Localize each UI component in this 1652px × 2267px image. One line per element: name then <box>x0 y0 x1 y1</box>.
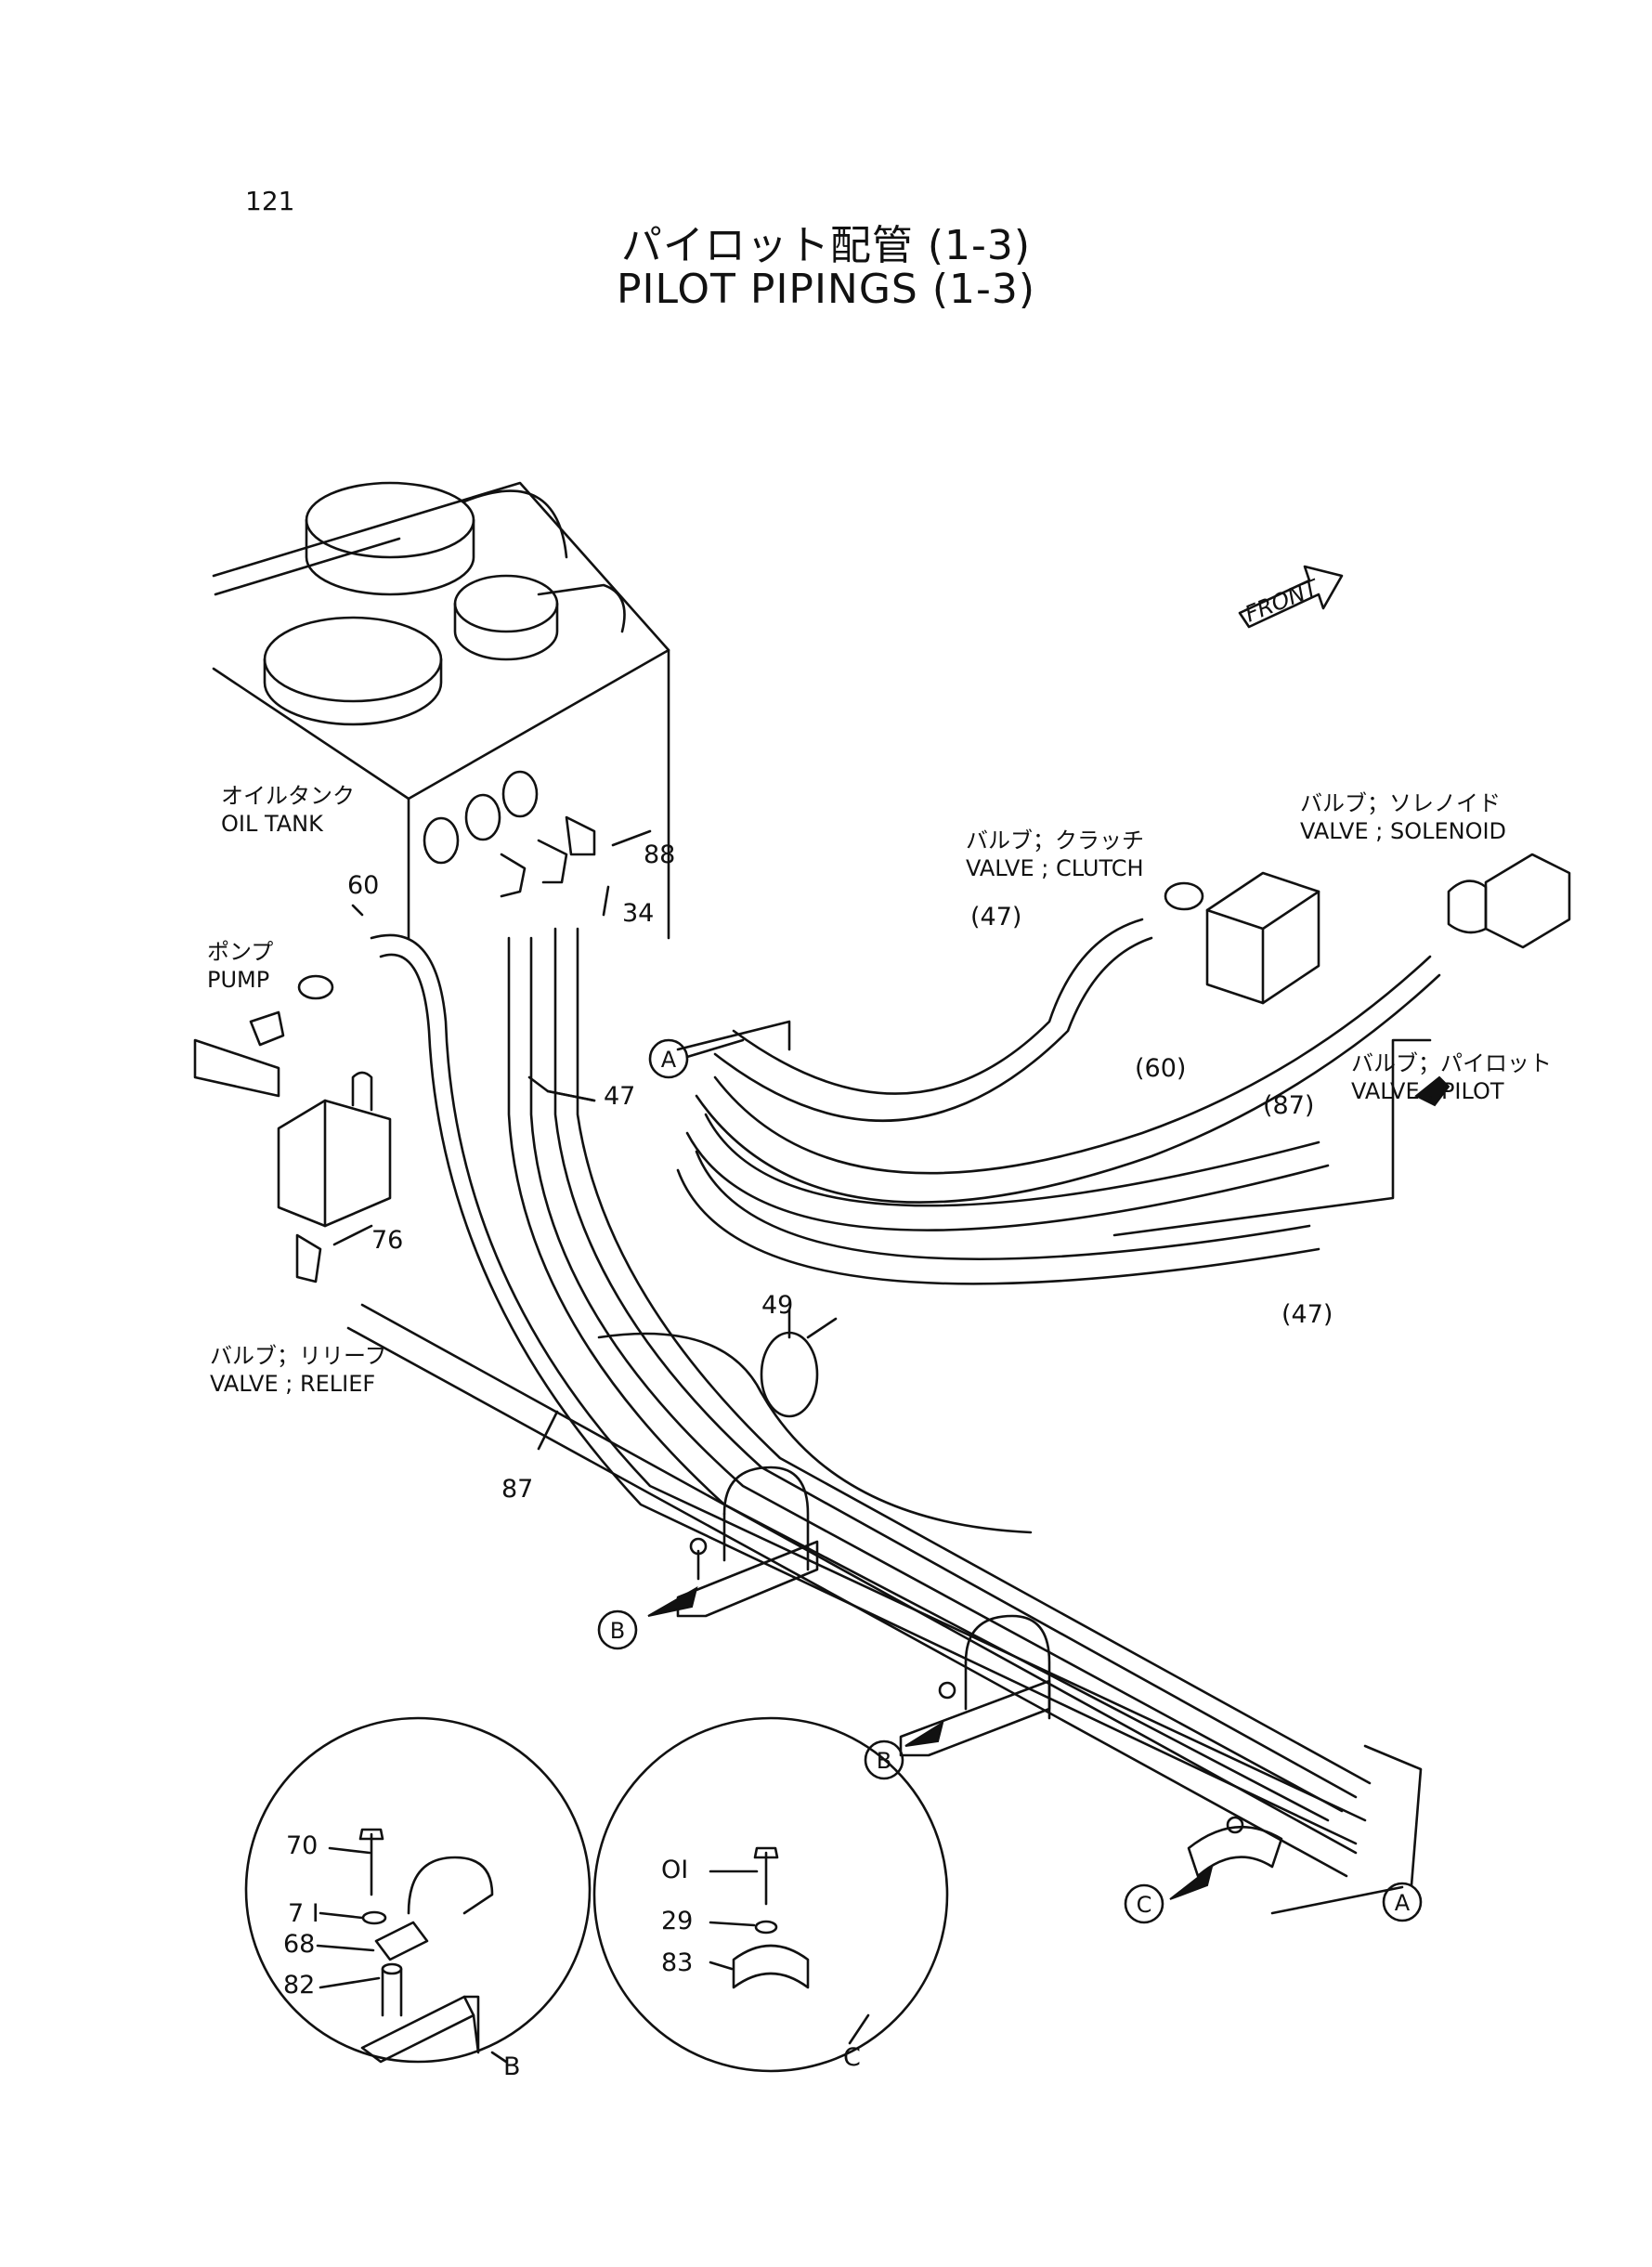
pump-label: ポンプ PUMP <box>207 938 273 994</box>
callout-a-lower: A <box>1382 1882 1423 1922</box>
clutch-valve-label-en: VALVE ; CLUTCH <box>966 855 1144 881</box>
callout-a-lower-text: A <box>1395 1890 1411 1916</box>
oil-tank-label-en: OIL TANK <box>221 811 323 837</box>
detail-c-circle <box>592 1716 949 2073</box>
solenoid-valve-label: バルブ；ソレノイド VALVE ; SOLENOID <box>1300 789 1506 845</box>
part-47: 47 <box>604 1082 636 1111</box>
detail-leaders <box>316 1846 870 2064</box>
part-47-clutch: (47) <box>970 903 1022 932</box>
oil-tank-label: オイルタンク OIL TANK <box>221 782 355 838</box>
page-number: 121 <box>245 186 295 216</box>
upper-hoses-group <box>676 918 1441 1285</box>
detail-b-label: B <box>503 2052 521 2081</box>
pilot-valve-label-jp: バルブ；パイロット <box>1351 1050 1552 1076</box>
callout-c-text: C <box>1137 1892 1152 1918</box>
callout-b-upper-text: B <box>610 1618 625 1644</box>
detail-c-part-01: OI <box>661 1856 689 1884</box>
detail-b-part-82: 82 <box>283 1971 316 2000</box>
pump-label-jp: ポンプ <box>207 939 274 965</box>
relief-valve-label: バルブ；リリーフ VALVE ; RELIEF <box>210 1342 387 1398</box>
detail-c-part-83: 83 <box>661 1948 694 1977</box>
clutch-valve-label-jp: バルブ；クラッチ <box>966 827 1144 853</box>
detail-b-circle <box>244 1716 592 2064</box>
part-49: 49 <box>761 1291 794 1320</box>
solenoid-valve-label-jp: バルブ；ソレノイド <box>1300 790 1501 816</box>
front-label: FRONT <box>1242 574 1324 628</box>
oil-tank-shape <box>212 481 670 940</box>
cable-tie-shape <box>760 1317 838 1418</box>
relief-valve-shape <box>277 1071 392 1283</box>
solenoid-valve-shape <box>1447 853 1571 949</box>
oil-tank-label-jp: オイルタンク <box>221 783 355 809</box>
callout-b-upper: B <box>597 1609 638 1650</box>
detail-b-part-70: 70 <box>286 1831 319 1860</box>
callout-a-upper: A <box>648 1038 689 1079</box>
relief-valve-label-en: VALVE ; RELIEF <box>210 1371 376 1397</box>
callout-leaders <box>332 829 1450 1915</box>
callout-c: C <box>1124 1883 1164 1924</box>
clutch-valve-label: バルブ；クラッチ VALVE ; CLUTCH <box>966 827 1144 882</box>
detail-b-part-68: 68 <box>283 1930 316 1959</box>
pilot-valve-label-en: VALVE ; PILOT <box>1351 1078 1504 1104</box>
detail-b-part-71: 7 I <box>288 1899 319 1928</box>
hoses-group <box>346 927 1372 1878</box>
relief-valve-label-jp: バルブ；リリーフ <box>210 1343 387 1369</box>
page-title-en: PILOT PIPINGS (1-3) <box>616 266 1036 313</box>
tank-fittings <box>423 770 596 898</box>
part-60-paren: (60) <box>1135 1054 1187 1083</box>
clutch-valve-shape <box>1164 871 1320 1005</box>
part-87-paren: (87) <box>1263 1091 1315 1120</box>
part-34: 34 <box>622 899 655 928</box>
solenoid-valve-label-en: VALVE ; SOLENOID <box>1300 818 1507 844</box>
page-title-jp: パイロット配管 (1-3) <box>620 222 1032 269</box>
front-arrow: FRONT <box>1238 565 1344 629</box>
callout-a-upper-text: A <box>661 1047 677 1073</box>
detail-c-label: C <box>843 2043 861 2072</box>
part-87: 87 <box>501 1475 534 1504</box>
part-47-lower: (47) <box>1281 1300 1333 1329</box>
part-76: 76 <box>371 1226 404 1255</box>
pump-shape <box>193 974 334 1098</box>
detail-c-part-29: 29 <box>661 1907 694 1935</box>
part-60: 60 <box>347 871 380 900</box>
pilot-valve-label: バルブ；パイロット VALVE ; PILOT <box>1351 1049 1552 1105</box>
part-88: 88 <box>644 840 676 869</box>
clamp-b-upper <box>676 1466 819 1618</box>
pump-label-en: PUMP <box>207 967 270 993</box>
clamp-c <box>1187 1816 1283 1878</box>
